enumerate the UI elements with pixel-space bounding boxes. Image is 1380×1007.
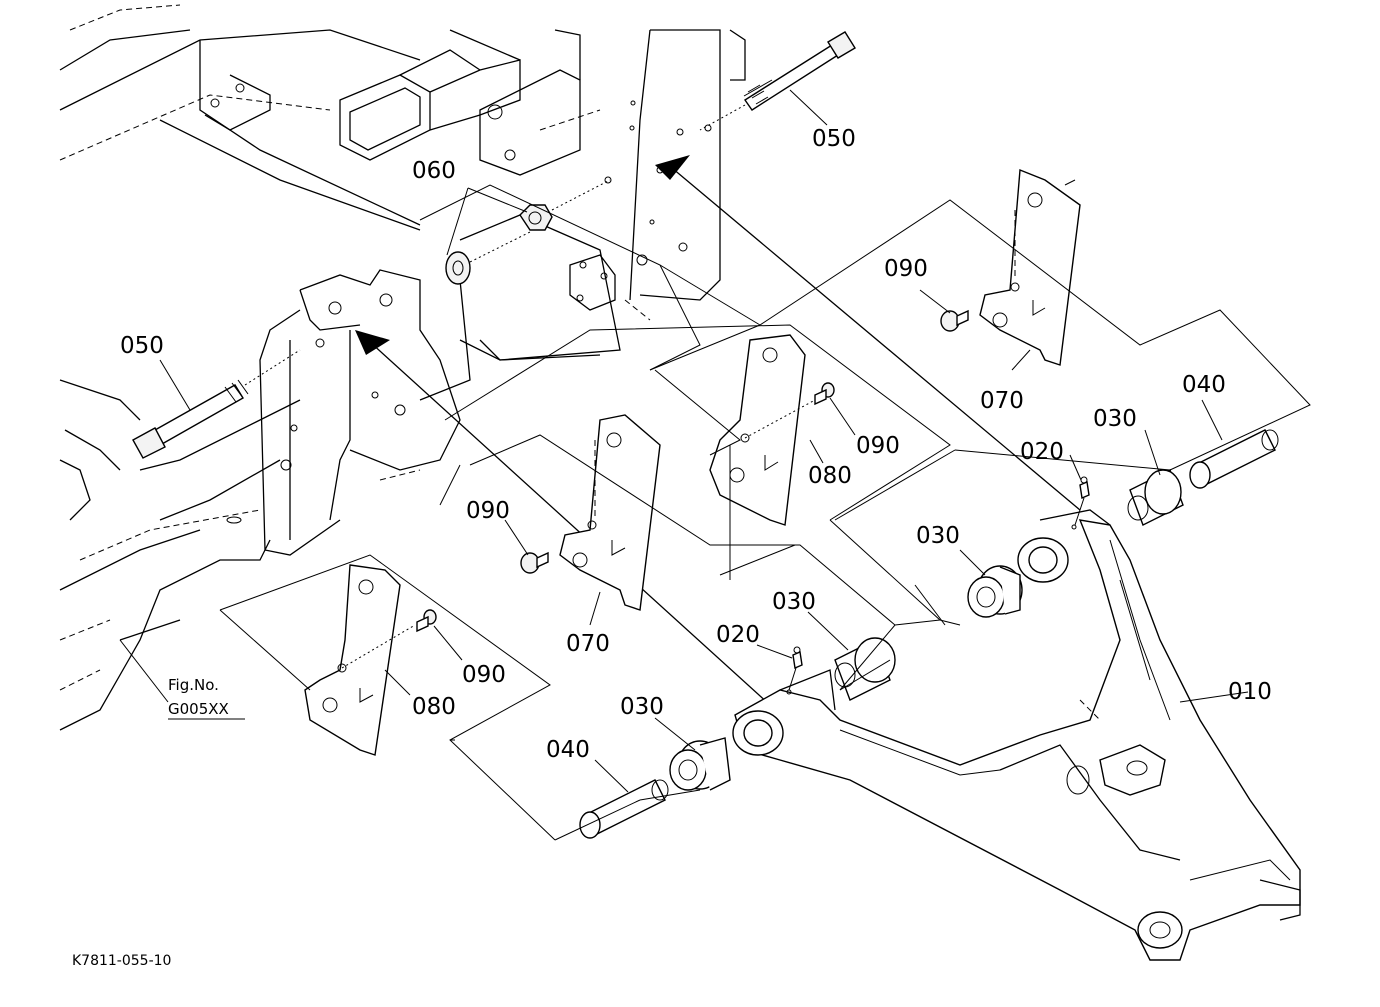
leader-lines xyxy=(119,89,1249,793)
group-outlines xyxy=(219,184,1311,841)
label-070-rear: 070 xyxy=(980,388,1024,414)
label-030-b: 030 xyxy=(620,694,664,720)
plate-070-center xyxy=(559,414,661,611)
label-010: 010 xyxy=(1228,679,1272,705)
drawing-code: K7811-055-10 xyxy=(72,953,171,969)
screw-090-d xyxy=(416,609,437,633)
label-050-upper: 050 xyxy=(812,126,856,152)
label-030-a: 030 xyxy=(772,589,816,615)
label-030-d: 030 xyxy=(1093,406,1137,432)
screw-090-b xyxy=(520,551,549,574)
figure-reference-number: G005XX xyxy=(168,700,229,718)
bolt-050-lower xyxy=(132,349,301,459)
pin-040-rear xyxy=(1189,429,1279,489)
grease-nipple-020-a xyxy=(786,646,803,695)
bushing-030-c xyxy=(967,565,1023,618)
label-090-a: 090 xyxy=(884,256,928,282)
arrow-lower xyxy=(355,330,390,355)
arrow-upper xyxy=(655,155,690,180)
bolt-050-upper xyxy=(699,31,856,131)
label-090-b: 090 xyxy=(466,498,510,524)
label-060: 060 xyxy=(412,158,456,184)
plate-080-center xyxy=(709,334,816,526)
label-050-lower: 050 xyxy=(120,333,164,359)
label-070-center: 070 xyxy=(566,631,610,657)
label-040-rear: 040 xyxy=(1182,372,1226,398)
screw-090-a xyxy=(940,309,969,332)
chassis-frame xyxy=(59,4,621,731)
nut-060 xyxy=(445,179,611,285)
label-080-left: 080 xyxy=(412,694,456,720)
grease-nipple-020-b xyxy=(1071,476,1090,530)
bushing-030-b xyxy=(669,737,731,791)
figure-reference-title: Fig.No. xyxy=(168,676,219,694)
label-020-a: 020 xyxy=(716,622,760,648)
lower-arm-010 xyxy=(732,509,1301,961)
label-040-front: 040 xyxy=(546,737,590,763)
plate-070-rear xyxy=(979,168,1081,366)
label-090-d: 090 xyxy=(462,662,506,688)
label-030-c: 030 xyxy=(916,523,960,549)
label-080-center: 080 xyxy=(808,463,852,489)
label-020-b: 020 xyxy=(1020,439,1064,465)
plate-080-left xyxy=(304,564,416,756)
upright-plate xyxy=(569,29,746,321)
screw-090-c xyxy=(814,382,835,406)
bushing-030-a xyxy=(834,637,896,701)
label-090-c: 090 xyxy=(856,433,900,459)
bushing-030-d xyxy=(1127,469,1184,526)
